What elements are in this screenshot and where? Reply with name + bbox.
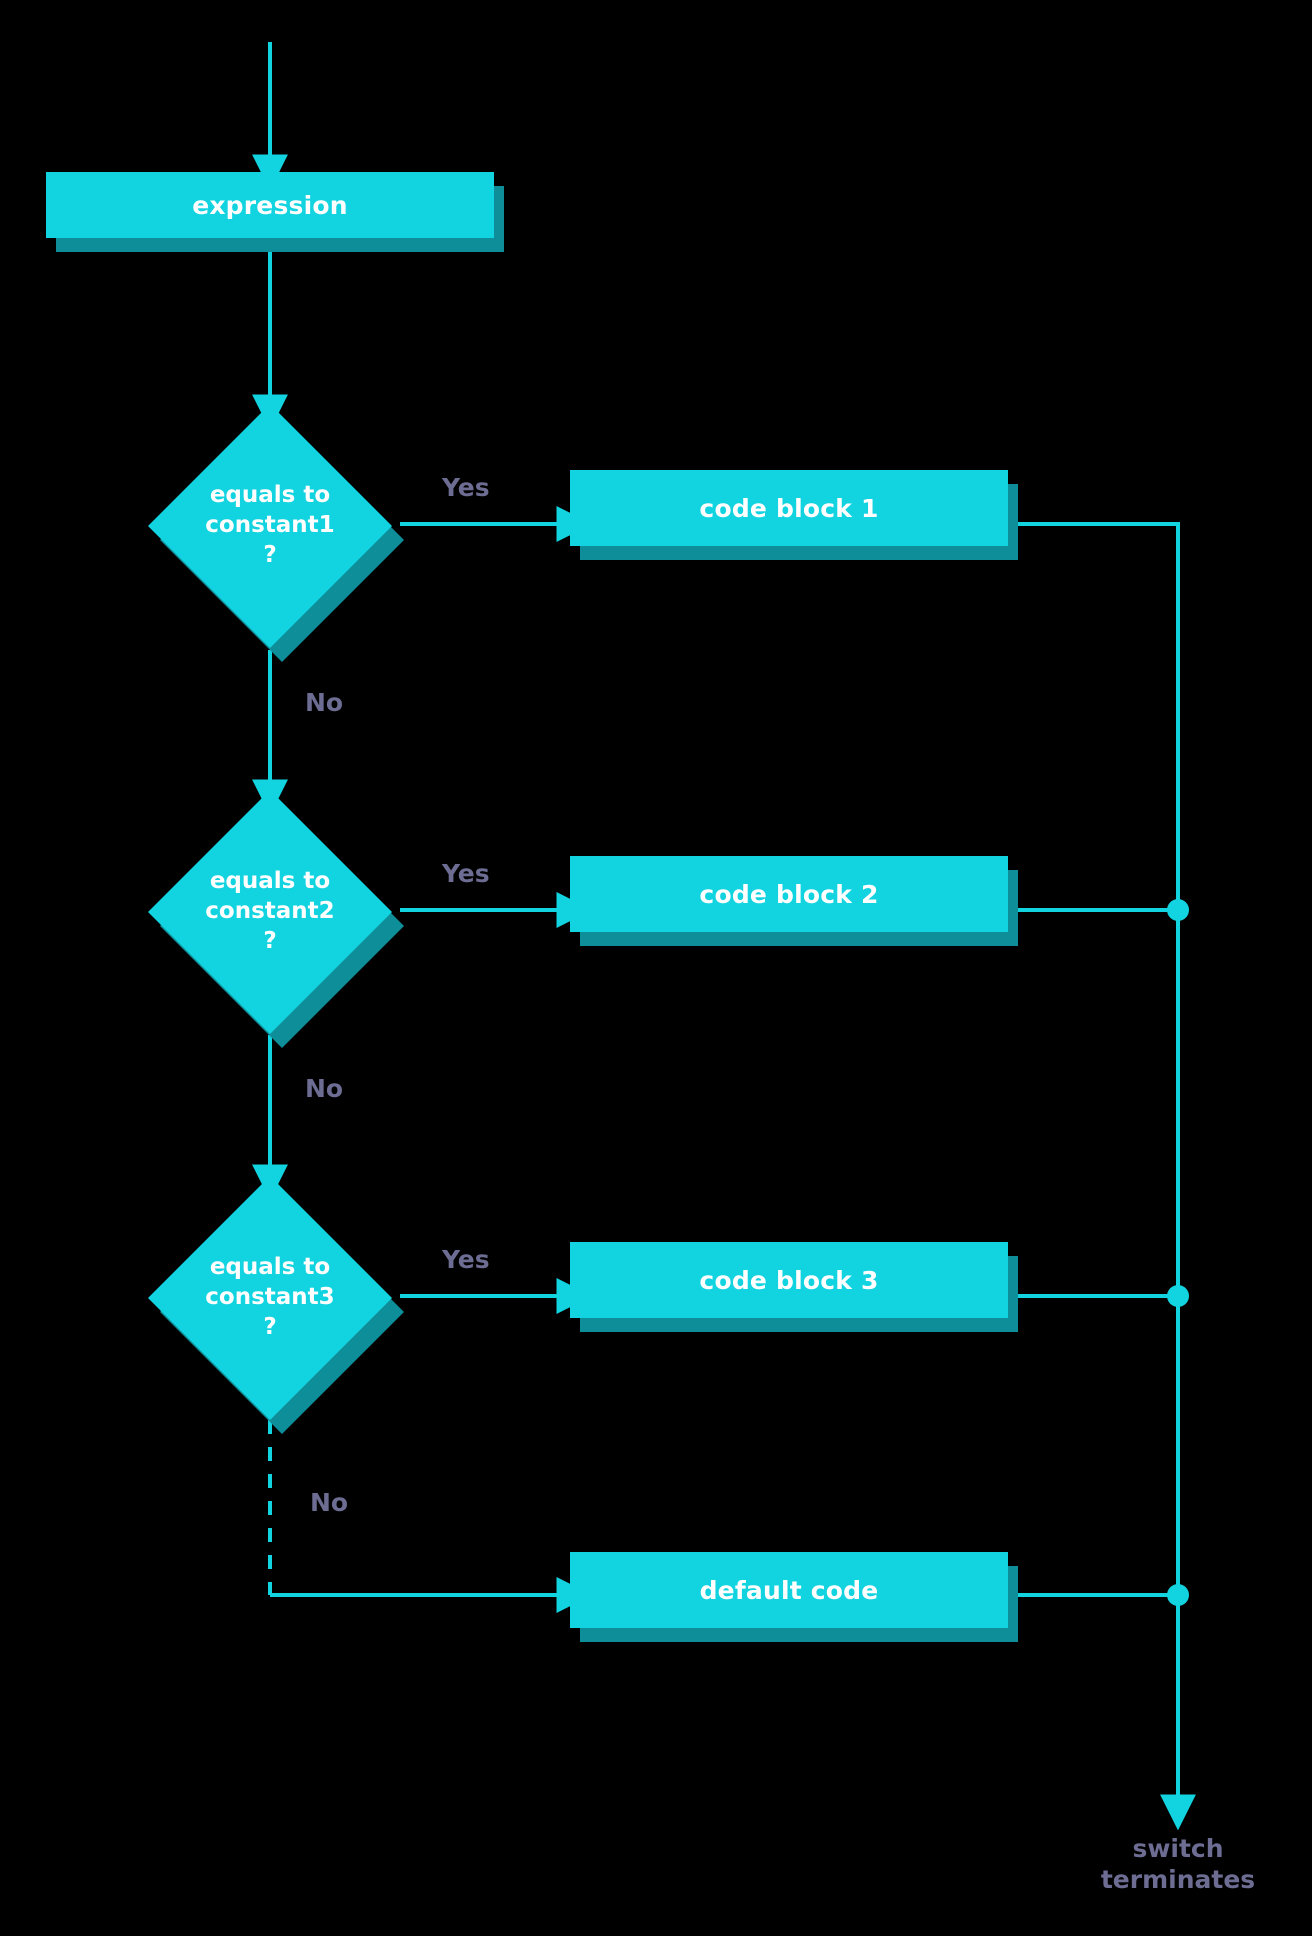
node-label: expression: [192, 190, 348, 220]
node-label: equals to constant3 ?: [205, 1254, 335, 1340]
node-face: [570, 1242, 1008, 1318]
node-expression[interactable]: expression: [46, 172, 504, 252]
terminator-label: switch terminates: [1100, 1834, 1256, 1894]
node-code-block-1[interactable]: code block 1: [570, 470, 1018, 560]
edge-label-no-3: No: [310, 1488, 349, 1517]
node-default-code[interactable]: default code: [570, 1552, 1018, 1642]
node-label: code block 3: [699, 1265, 879, 1295]
edge-label-no-1: No: [305, 688, 344, 717]
node-decision3[interactable]: equals to constant3 ?: [148, 1176, 404, 1434]
edge-label-no-2: No: [305, 1074, 344, 1103]
edge-label-yes-1: Yes: [442, 473, 490, 502]
edge-label-yes-3: Yes: [442, 1245, 490, 1274]
node-label: default code: [699, 1575, 879, 1605]
node-decision2[interactable]: equals to constant2 ?: [148, 790, 404, 1048]
edge-block1-merge: [1008, 522, 1180, 1782]
node-face: [570, 470, 1008, 546]
node-face: [570, 856, 1008, 932]
junction-dot-block2: [1167, 899, 1189, 921]
node-decision1[interactable]: equals to constant1 ?: [148, 404, 404, 662]
junction-dot-default: [1167, 1584, 1189, 1606]
node-face: [46, 172, 494, 238]
node-code-block-2[interactable]: code block 2: [570, 856, 1018, 946]
junction-dot-block3: [1167, 1285, 1189, 1307]
node-label: code block 2: [699, 879, 879, 909]
node-label: equals to constant1 ?: [205, 482, 335, 568]
node-label: equals to constant2 ?: [205, 868, 335, 954]
node-face: [570, 1552, 1008, 1628]
node-code-block-3[interactable]: code block 3: [570, 1242, 1018, 1332]
edge-label-yes-2: Yes: [442, 859, 490, 888]
node-label: code block 1: [699, 493, 879, 523]
